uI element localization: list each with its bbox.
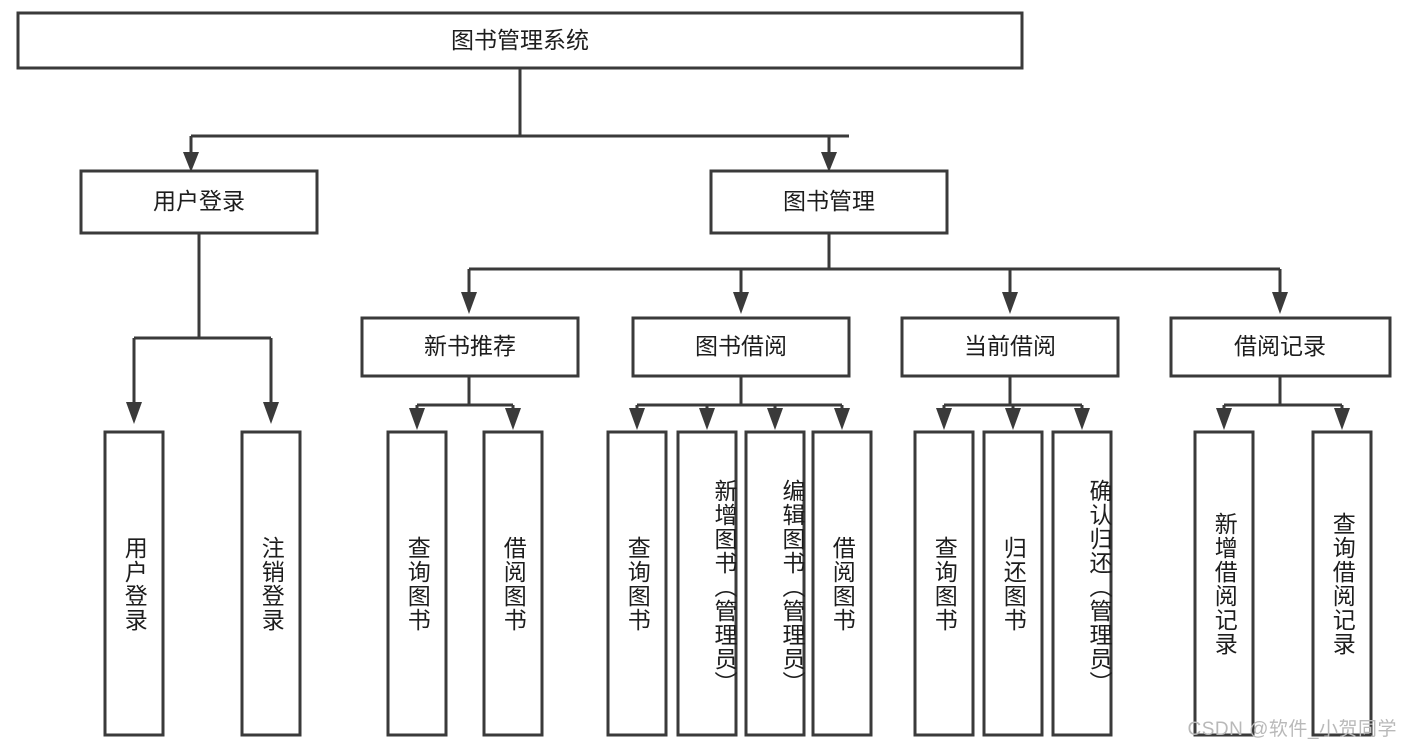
- leaf-box-add-record[interactable]: [1193, 430, 1255, 737]
- leaf-box-add-book[interactable]: [676, 430, 738, 737]
- leaf-box-edit-book[interactable]: [744, 430, 806, 737]
- leaf-boxes: [103, 430, 1373, 737]
- node-borrow-record[interactable]: 借阅记录: [1169, 316, 1392, 378]
- leaf-box-return-book[interactable]: [982, 430, 1044, 737]
- connector-currentborrow-to-leaves: [936, 376, 1090, 430]
- leaf-box-query-book-1[interactable]: [386, 430, 448, 737]
- leaf-box-borrow-book-1[interactable]: [482, 430, 544, 737]
- node-new-book-recommend-label: 新书推荐: [424, 333, 516, 359]
- node-book-borrow[interactable]: 图书借阅: [631, 316, 851, 378]
- node-book-management[interactable]: 图书管理: [709, 169, 949, 235]
- connector-userlogin-to-leaves: [126, 233, 279, 424]
- leaf-box-borrow-book-2[interactable]: [811, 430, 873, 737]
- connector-bookmgmt-to-level3: [461, 233, 1288, 314]
- csdn-watermark: CSDN @软件_小贺同学: [1187, 719, 1397, 740]
- node-current-borrow[interactable]: 当前借阅: [900, 316, 1120, 378]
- node-new-book-recommend[interactable]: 新书推荐: [360, 316, 580, 378]
- connector-borrowrecord-to-leaves: [1216, 376, 1350, 430]
- node-root-label: 图书管理系统: [451, 27, 589, 53]
- leaf-box-query-book-2[interactable]: [606, 430, 668, 737]
- leaf-box-logout-login[interactable]: [240, 430, 302, 737]
- leaf-box-confirm-return[interactable]: [1051, 430, 1113, 737]
- leaf-box-query-book-3[interactable]: [913, 430, 975, 737]
- node-root[interactable]: 图书管理系统: [16, 11, 1024, 70]
- node-book-management-label: 图书管理: [783, 188, 875, 214]
- connector-bookborrow-to-leaves: [629, 376, 850, 430]
- node-current-borrow-label: 当前借阅: [964, 333, 1056, 359]
- leaf-box-query-record[interactable]: [1311, 430, 1373, 737]
- connector-newbook-to-leaves: [409, 376, 521, 430]
- node-user-login[interactable]: 用户登录: [79, 169, 319, 235]
- node-user-login-label: 用户登录: [153, 188, 245, 214]
- connector-root-to-level2: [183, 68, 849, 172]
- leaf-box-user-login[interactable]: [103, 430, 165, 737]
- node-book-borrow-label: 图书借阅: [695, 333, 787, 359]
- node-borrow-record-label: 借阅记录: [1234, 333, 1326, 359]
